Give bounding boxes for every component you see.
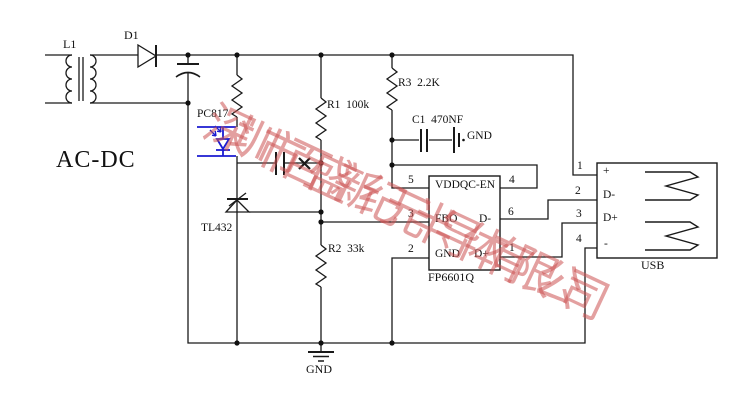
resistor-r1 xyxy=(314,97,328,141)
chip-pin3-number: 3 xyxy=(408,208,414,220)
transformer-coil-left xyxy=(65,54,73,104)
usb-contact-lower xyxy=(645,221,700,251)
usb-pin-dminus-label: D- xyxy=(603,189,616,201)
transformer-label: L1 xyxy=(63,37,77,51)
chip-pin5-number: 5 xyxy=(408,174,414,186)
coupling-cap-plates xyxy=(275,152,285,175)
chip-pin-dminus: D- xyxy=(479,213,492,225)
chip-name: FP6601Q xyxy=(428,270,475,284)
r2-label: R2 33k xyxy=(328,243,365,255)
filter-cap-curved-plate xyxy=(175,71,201,78)
chip-pin6-number: 6 xyxy=(508,206,514,218)
ac-dc-stage-label: AC-DC xyxy=(56,147,136,173)
c1-label: C1 470NF xyxy=(412,114,464,126)
tl432-triangle xyxy=(224,199,251,213)
tl432-strike xyxy=(228,192,247,207)
r3-label: R3 2.2K xyxy=(398,77,440,89)
chip-pin-fbo: FBO xyxy=(435,213,458,225)
usb-contact-upper xyxy=(645,171,700,201)
junction-dots xyxy=(185,52,465,346)
resistor-r2 xyxy=(314,244,328,288)
diode-label: D1 xyxy=(124,28,139,42)
usb-pin1-number: 1 xyxy=(577,160,583,172)
usb-pin-plus-label: + xyxy=(603,165,610,177)
pc817-symbol xyxy=(197,125,236,157)
usb-pin2-number: 2 xyxy=(575,185,581,197)
resistor-opto xyxy=(230,74,244,118)
diode-d1-triangle xyxy=(137,43,158,69)
chip-pin2-number: 2 xyxy=(408,243,414,255)
resistor-r3 xyxy=(385,67,399,111)
usb-pin4-number: 4 xyxy=(576,233,582,245)
chip-pin-vddqc-en: VDDQC-EN xyxy=(435,179,496,191)
usb-connector-label: USB xyxy=(641,258,665,272)
r1-label: R1 100k xyxy=(327,99,370,111)
usb-pin-dplus-label: D+ xyxy=(603,212,618,224)
c1-gnd-label: GND xyxy=(467,130,492,142)
c1-plates xyxy=(420,129,428,152)
c1-gnd-bars xyxy=(453,127,460,153)
chip-body xyxy=(428,175,501,271)
transformer-coil-right xyxy=(89,54,97,104)
chip-pin4-number: 4 xyxy=(509,174,515,186)
usb-pin3-number: 3 xyxy=(576,208,582,220)
usb-body xyxy=(596,162,718,259)
chip-pin-gnd: GND xyxy=(435,248,460,260)
shunt-regulator-label: TL432 xyxy=(201,222,233,234)
usb-pin-minus-label: - xyxy=(604,238,608,250)
x-mark xyxy=(298,157,311,170)
transformer-core xyxy=(78,57,84,101)
chip-pin-dplus: D+ xyxy=(474,248,489,260)
chip-pin1-number: 1 xyxy=(509,242,515,254)
optocoupler-label: PC817 xyxy=(197,108,229,120)
ground-label: GND xyxy=(306,362,332,376)
